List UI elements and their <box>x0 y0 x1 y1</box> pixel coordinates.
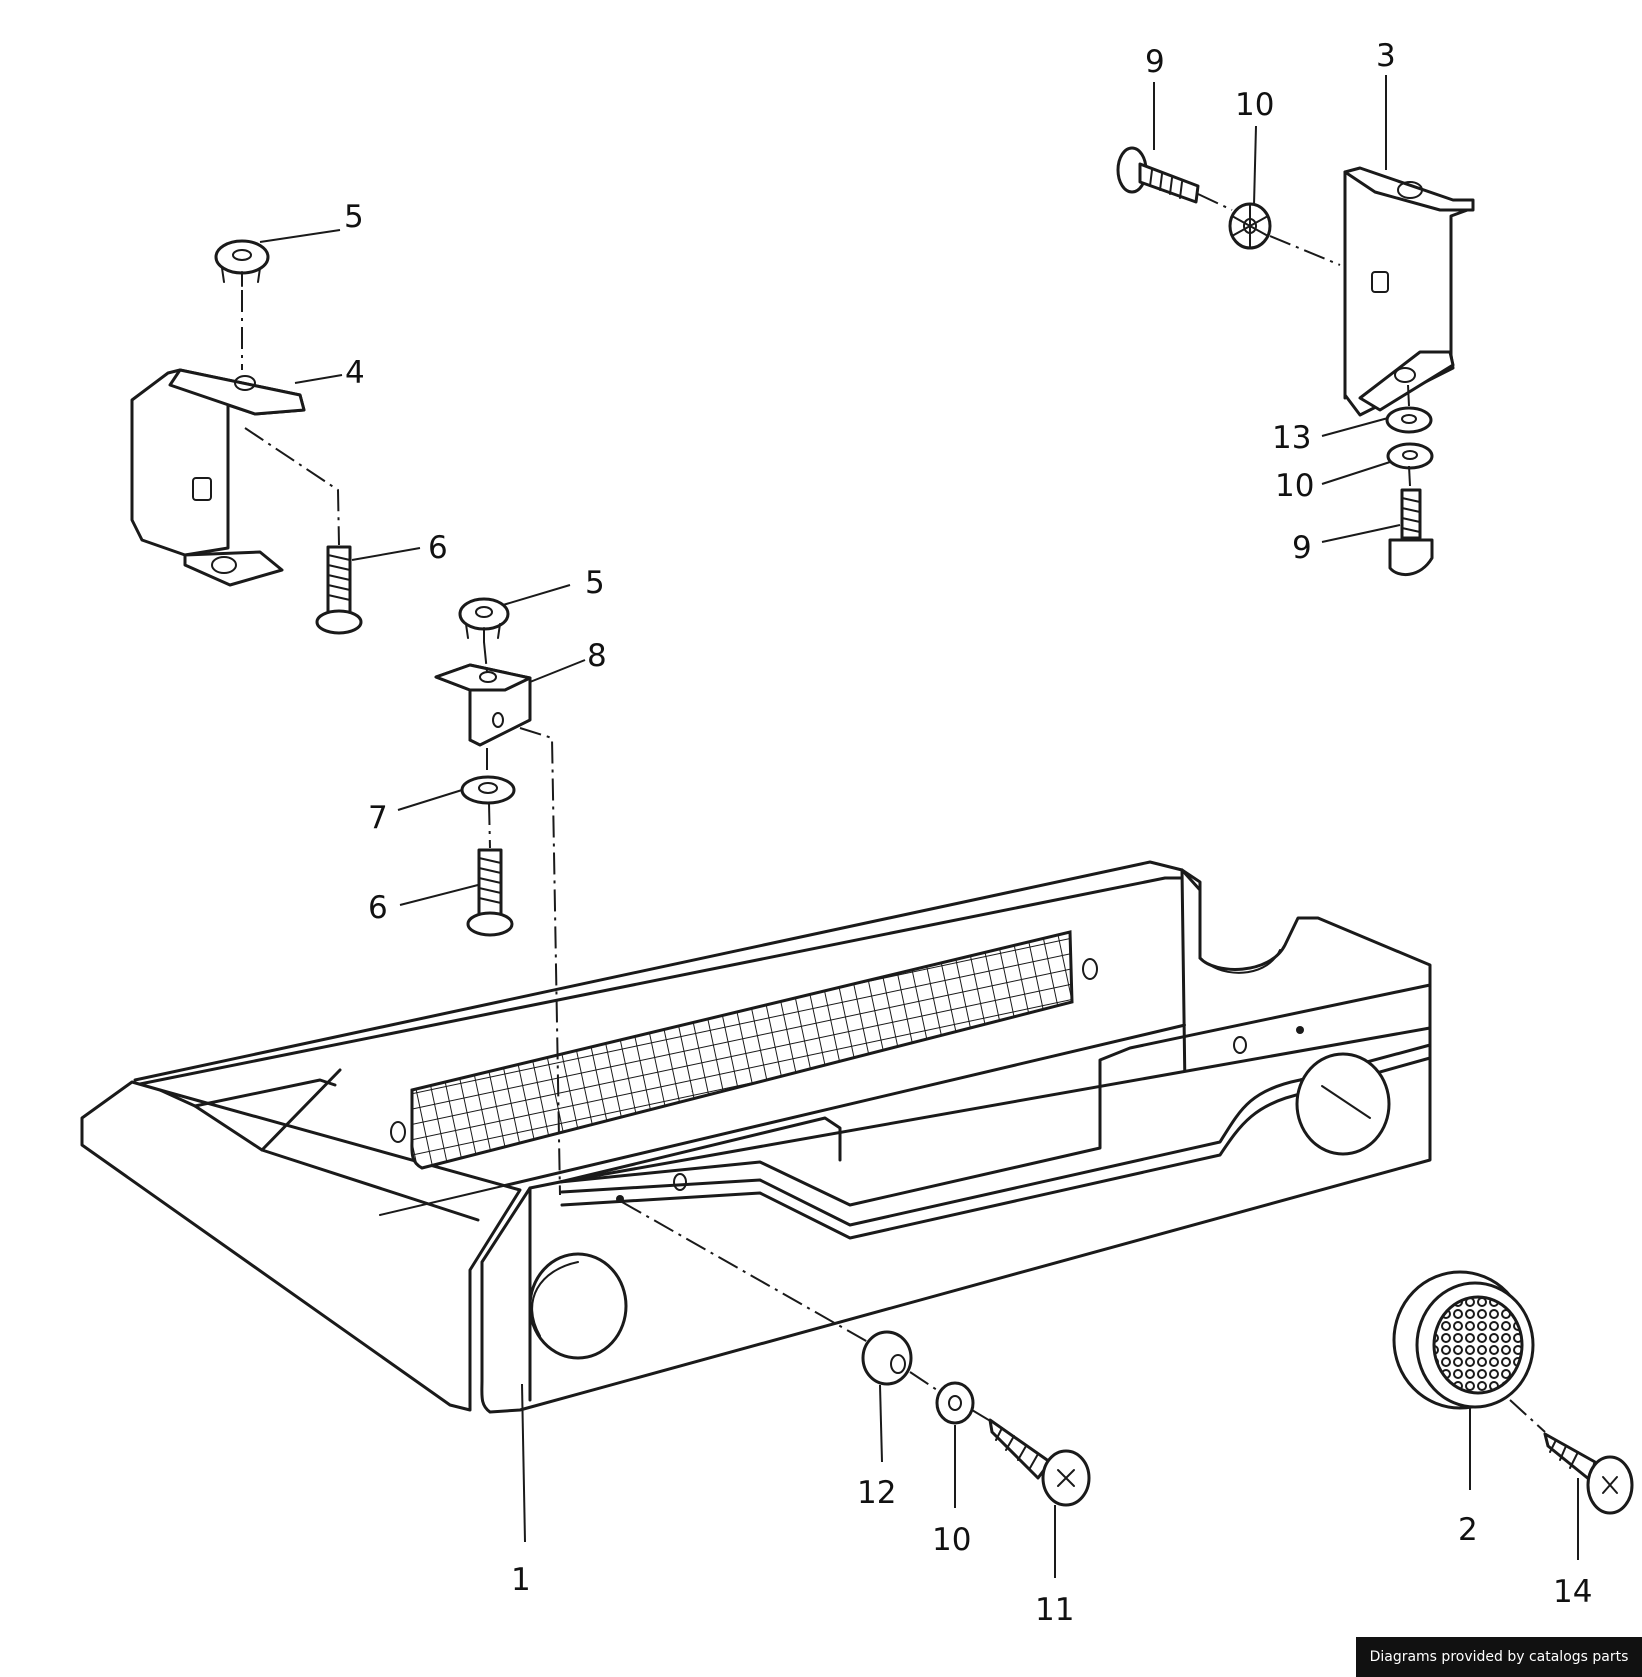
assembly-center-lines <box>241 193 1546 1433</box>
lock-washer-10-right <box>1386 442 1434 470</box>
callout-6-lower: 6 <box>368 890 388 926</box>
lock-washer-10-front <box>935 1381 975 1425</box>
callout-5-middle: 5 <box>585 565 605 601</box>
washer-13 <box>1385 406 1433 434</box>
callout-10-front: 10 <box>932 1522 971 1558</box>
callout-9-top: 9 <box>1145 44 1165 80</box>
wood-screw-14 <box>1543 1432 1634 1515</box>
callout-1: 1 <box>511 1562 531 1598</box>
callout-7: 7 <box>368 800 388 836</box>
callout-9-bottom: 9 <box>1292 530 1312 566</box>
lock-washer-10-top <box>1228 202 1272 250</box>
callout-11: 11 <box>1035 1592 1074 1628</box>
callout-5-top: 5 <box>344 199 364 235</box>
screw-6-lower <box>466 848 514 937</box>
bracket-4 <box>130 368 306 587</box>
wood-screw-11 <box>988 1418 1091 1507</box>
callout-3: 3 <box>1376 38 1396 74</box>
bracket-8 <box>434 663 532 747</box>
leader-lines <box>259 75 1579 1578</box>
screw-9-bottom <box>1388 488 1434 577</box>
callout-12: 12 <box>857 1475 896 1511</box>
callout-10-top: 10 <box>1235 87 1274 123</box>
grommet-plug-2 <box>1392 1270 1535 1410</box>
callout-10-right: 10 <box>1275 468 1314 504</box>
cap-nut-5-top <box>214 239 270 287</box>
bracket-3 <box>1343 166 1475 417</box>
screw-6-upper <box>315 545 363 635</box>
washer-7 <box>460 775 516 805</box>
cap-nut-5-middle <box>458 597 510 643</box>
callout-8: 8 <box>587 638 607 674</box>
credit-badge: Diagrams provided by catalogs parts <box>1356 1637 1642 1677</box>
screw-9-top <box>1116 146 1200 204</box>
callout-14: 14 <box>1553 1574 1592 1610</box>
callout-numbers: 1 2 3 4 5 5 6 6 7 8 9 9 10 10 10 11 12 1… <box>344 38 1592 1628</box>
callout-6-upper: 6 <box>428 530 448 566</box>
callout-2: 2 <box>1458 1512 1478 1548</box>
base-tray <box>80 860 1432 1414</box>
callout-13: 13 <box>1272 420 1311 456</box>
callout-4: 4 <box>345 355 365 391</box>
washer-12 <box>861 1330 913 1386</box>
